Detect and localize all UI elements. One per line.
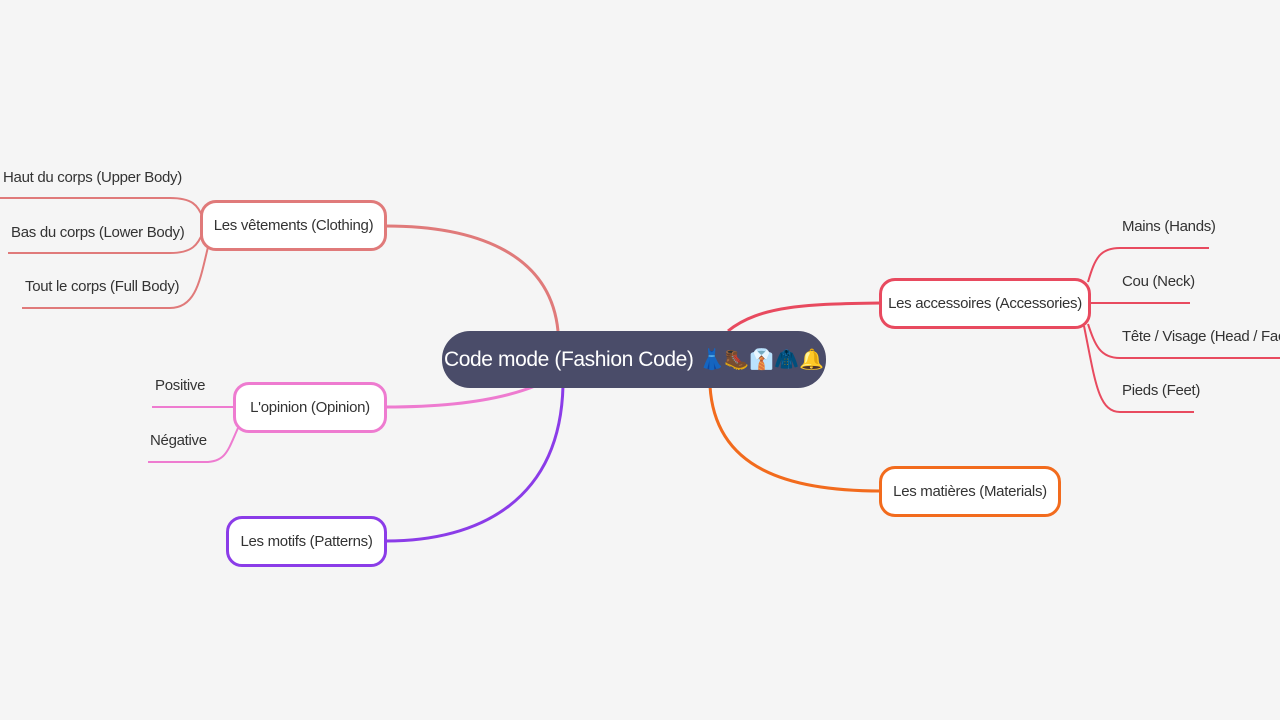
link-acc-head [1087,323,1280,359]
branch-label: Les matières (Materials) [893,483,1047,500]
branch-node-patterns[interactable]: Les motifs (Patterns) [226,516,387,567]
leaf-lower-body[interactable]: Bas du corps (Lower Body) [11,224,185,241]
branch-label: Les accessoires (Accessories) [888,295,1082,312]
branch-node-opinion[interactable]: L'opinion (Opinion) [233,382,387,433]
leaf-head-face[interactable]: Tête / Visage (Head / Face) [1122,328,1280,345]
leaf-hands[interactable]: Mains (Hands) [1122,218,1216,235]
link-clothing-upper [0,197,204,219]
leaf-upper-body[interactable]: Haut du corps (Upper Body) [3,169,182,186]
link-acc-hands [1087,247,1209,283]
link-opinion-negative [148,427,239,463]
leaf-neck[interactable]: Cou (Neck) [1122,273,1195,290]
link-root-patterns [385,385,565,543]
root-label: Code mode (Fashion Code) [443,347,694,371]
leaf-full-body[interactable]: Tout le corps (Full Body) [25,278,180,295]
link-root-clothing [385,224,560,332]
leaf-feet[interactable]: Pieds (Feet) [1122,382,1201,399]
link-acc-feet [1083,325,1194,413]
branch-label: Les motifs (Patterns) [240,533,373,550]
branch-label: Les vêtements (Clothing) [213,217,374,234]
link-clothing-full [22,246,209,309]
link-root-opinion [385,384,536,409]
leaf-negative[interactable]: Négative [150,432,207,449]
branch-label: L'opinion (Opinion) [250,399,370,416]
branch-node-clothing[interactable]: Les vêtements (Clothing) [200,200,387,251]
leaf-positive[interactable]: Positive [155,377,206,394]
branch-node-accessories[interactable]: Les accessoires (Accessories) [879,278,1091,329]
fashion-emoji-icon: 👗🥾👔🧥🔔 [699,349,825,371]
link-root-materials [708,385,882,493]
root-node[interactable]: Code mode (Fashion Code) 👗🥾👔🧥🔔 [442,331,826,388]
branch-node-materials[interactable]: Les matières (Materials) [879,466,1061,517]
link-root-accessories [727,301,882,333]
